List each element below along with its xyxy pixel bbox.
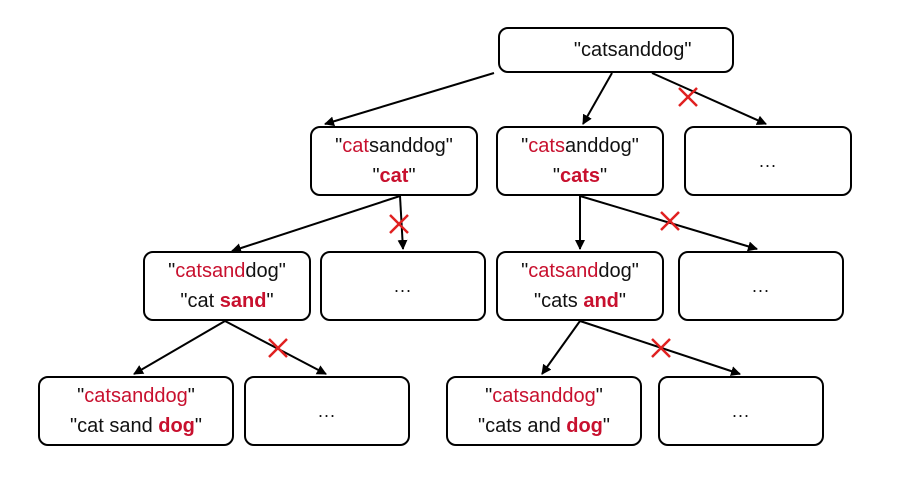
text-segment: " xyxy=(552,165,560,187)
ellipsis-label: ... xyxy=(731,401,750,421)
text-segment: " xyxy=(600,165,608,187)
highlighted-segment: cats xyxy=(559,165,601,187)
tree-arrow xyxy=(133,320,226,375)
text-segment: " xyxy=(168,260,176,282)
ellipsis-label: ... xyxy=(317,401,336,421)
tree-arrow xyxy=(651,72,767,125)
highlighted-segment: cat xyxy=(342,135,369,157)
node-ellipsis-4: ... xyxy=(244,376,410,446)
text-segment: "cat xyxy=(180,290,220,312)
node-cat-sand-dog: "catsanddog""cat sand dog" xyxy=(38,376,234,446)
tree-arrow xyxy=(231,195,401,253)
partial-sentence: "cats and" xyxy=(534,286,626,316)
root-text: catsanddog xyxy=(580,39,685,61)
ellipsis-label: ... xyxy=(393,276,412,296)
text-segment: dog" xyxy=(245,260,286,282)
highlighted-segment: catsand xyxy=(528,260,599,282)
tree-arrow xyxy=(541,320,581,375)
remaining-string: "catsanddog" xyxy=(77,381,195,411)
highlighted-segment: catsanddog xyxy=(492,385,596,407)
pruned-cross-icon xyxy=(660,211,680,231)
node-cats: "catsanddog""cats" xyxy=(496,126,664,196)
text-segment: " xyxy=(194,415,203,437)
text-segment: dog" xyxy=(598,260,639,282)
partial-sentence: "cat" xyxy=(372,161,415,191)
partial-sentence: "cats and dog" xyxy=(478,411,610,441)
node-ellipsis-5: ... xyxy=(658,376,824,446)
ellipsis-label: ... xyxy=(758,151,777,171)
text-segment: " xyxy=(187,385,195,407)
partial-sentence: "cat sand dog" xyxy=(70,411,202,441)
highlighted-segment: catsand xyxy=(175,260,246,282)
text-segment: "cats xyxy=(533,290,584,312)
ellipsis-label: ... xyxy=(751,276,770,296)
remaining-string: "catsanddog" xyxy=(335,131,453,161)
text-segment: " xyxy=(521,260,529,282)
pruned-cross-icon xyxy=(268,338,288,358)
tree-arrow xyxy=(582,72,613,125)
highlighted-segment: dog xyxy=(566,415,603,437)
tree-arrow xyxy=(324,72,495,127)
text-segment: sanddog" xyxy=(368,135,453,157)
text-segment: " xyxy=(77,385,85,407)
root-quote-open: " xyxy=(573,39,581,61)
text-segment: " xyxy=(595,385,603,407)
remaining-string: "catsanddog" xyxy=(168,256,286,286)
tree-arrow xyxy=(224,320,327,375)
partial-sentence: "cat sand" xyxy=(180,286,273,316)
remaining-string: "catsanddog" xyxy=(521,256,639,286)
remaining-string: "catsanddog" xyxy=(485,381,603,411)
pruned-cross-icon xyxy=(389,214,409,234)
node-cats-and-dog: "catsanddog""cats and dog" xyxy=(446,376,642,446)
text-segment: " xyxy=(602,415,611,437)
highlighted-segment: catsanddog xyxy=(84,385,188,407)
text-segment: anddog" xyxy=(564,135,639,157)
text-segment: " xyxy=(266,290,274,312)
text-segment: "cats and xyxy=(477,415,567,437)
text-segment: " xyxy=(485,385,493,407)
text-segment: " xyxy=(521,135,529,157)
text-segment: " xyxy=(618,290,626,312)
node-ellipsis-2: ... xyxy=(320,251,486,321)
root-quote-close: " xyxy=(684,39,692,61)
remaining-string: "catsanddog" xyxy=(521,131,639,161)
pruned-cross-icon xyxy=(678,87,698,107)
highlighted-segment: and xyxy=(583,290,619,312)
node-ellipsis-1: ... xyxy=(684,126,852,196)
text-segment: " xyxy=(335,135,343,157)
node-ellipsis-3: ... xyxy=(678,251,844,321)
root-node: "catsanddog" xyxy=(498,27,734,73)
text-segment: " xyxy=(372,165,380,187)
highlighted-segment: cats xyxy=(528,135,565,157)
highlighted-segment: sand xyxy=(219,290,267,312)
node-cat: "catsanddog""cat" xyxy=(310,126,478,196)
text-segment: "cat sand xyxy=(69,415,159,437)
highlighted-segment: cat xyxy=(379,165,409,187)
partial-sentence: "cats" xyxy=(553,161,607,191)
node-cats-and: "catsanddog""cats and" xyxy=(496,251,664,321)
node-cat-sand: "catsanddog""cat sand" xyxy=(143,251,311,321)
highlighted-segment: dog xyxy=(158,415,195,437)
pruned-cross-icon xyxy=(651,338,671,358)
text-segment: " xyxy=(408,165,416,187)
